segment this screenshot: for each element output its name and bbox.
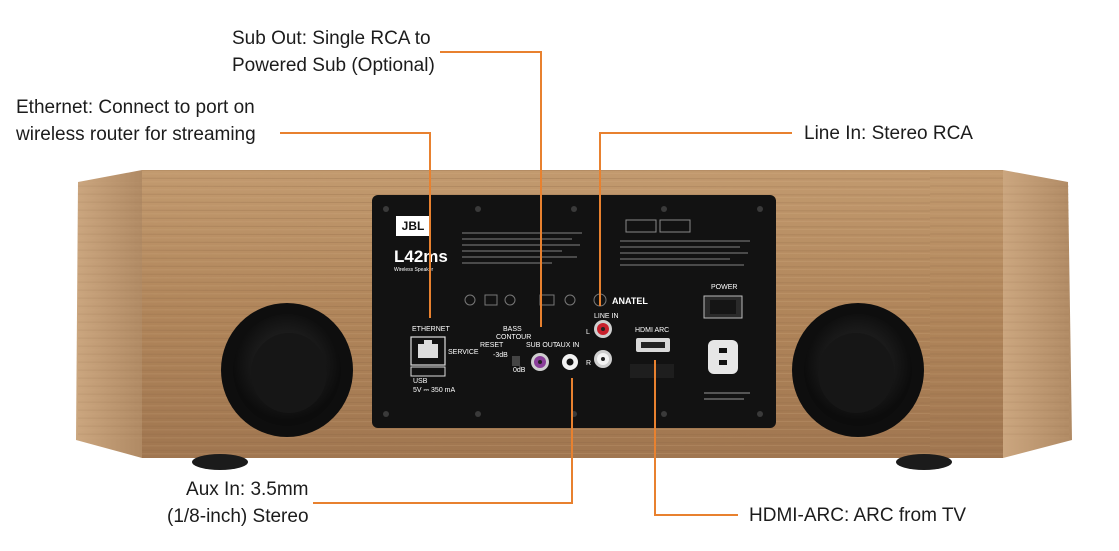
power-inlet xyxy=(708,340,738,374)
line-in-right-label: R xyxy=(586,360,591,367)
usb-label: USB xyxy=(413,378,428,385)
anatel-label: ANATEL xyxy=(612,296,648,306)
callout-line-in-line1: Line In: Stereo RCA xyxy=(804,123,973,144)
ethernet-port xyxy=(410,336,446,366)
hdmi-arc-label: HDMI ARC xyxy=(635,327,669,334)
warning-label xyxy=(625,219,657,233)
line-in-left-label: L xyxy=(586,329,590,336)
callout-aux-in: Aux In: 3.5mm (1/8-inch) Stereo xyxy=(167,476,309,530)
callout-sub-out-line1: Sub Out: Single RCA to xyxy=(232,28,431,49)
model-label: L42ms xyxy=(394,247,448,266)
foot-right xyxy=(896,454,952,470)
usb-power-label: 5V ⎓ 350 mA xyxy=(413,387,455,394)
bass-contour-switch xyxy=(512,356,520,366)
leader-sub-out xyxy=(440,51,542,327)
callout-ethernet: Ethernet: Connect to port on wireless ro… xyxy=(16,94,256,148)
leader-aux-in xyxy=(313,378,573,504)
service-label: SERVICE xyxy=(448,349,479,356)
callout-aux-in-line1: Aux In: 3.5mm xyxy=(186,479,309,500)
callout-sub-out-line2: Powered Sub (Optional) xyxy=(232,55,435,76)
leader-ethernet xyxy=(280,132,431,318)
regulatory-text xyxy=(462,232,750,266)
bass-contour-label: BASS xyxy=(503,326,522,333)
bass-contour-label-2: CONTOUR xyxy=(496,334,531,341)
callout-ethernet-line2: wireless router for streaming xyxy=(16,124,256,145)
callout-ethernet-line1: Ethernet: Connect to port on xyxy=(16,97,255,118)
leader-hdmi-arc xyxy=(654,360,738,516)
sub-out-label: SUB OUT xyxy=(526,342,558,349)
jbl-logo xyxy=(396,216,430,236)
zerodb-label: 0dB xyxy=(513,367,526,374)
reset-label: RESET xyxy=(480,342,504,349)
model-sub-label: Wireless Speaker xyxy=(394,267,434,273)
foot-left xyxy=(192,454,248,470)
bass-port-left xyxy=(221,303,353,437)
aux-in-label: AUX IN xyxy=(556,342,579,349)
callout-aux-in-line2: (1/8-inch) Stereo xyxy=(167,506,309,527)
bass-port-right xyxy=(792,303,924,437)
callout-sub-out: Sub Out: Single RCA to Powered Sub (Opti… xyxy=(232,25,435,79)
minus3db-label: -3dB xyxy=(493,352,508,359)
usb-port xyxy=(410,366,446,377)
callout-hdmi-arc: HDMI-ARC: ARC from TV xyxy=(749,502,966,529)
ethernet-label: ETHERNET xyxy=(412,326,450,333)
jbl-logo-text: JBL xyxy=(402,219,425,233)
leader-line-in xyxy=(599,132,792,306)
line-in-label: LINE IN xyxy=(594,313,619,320)
callout-line-in: Line In: Stereo RCA xyxy=(804,120,973,147)
rear-panel: JBL L42ms Wireless Speaker ANATEL ETH xyxy=(372,195,776,428)
leader-lines xyxy=(280,51,792,516)
power-label: POWER xyxy=(711,284,737,291)
callout-hdmi-arc-line1: HDMI-ARC: ARC from TV xyxy=(749,505,967,526)
